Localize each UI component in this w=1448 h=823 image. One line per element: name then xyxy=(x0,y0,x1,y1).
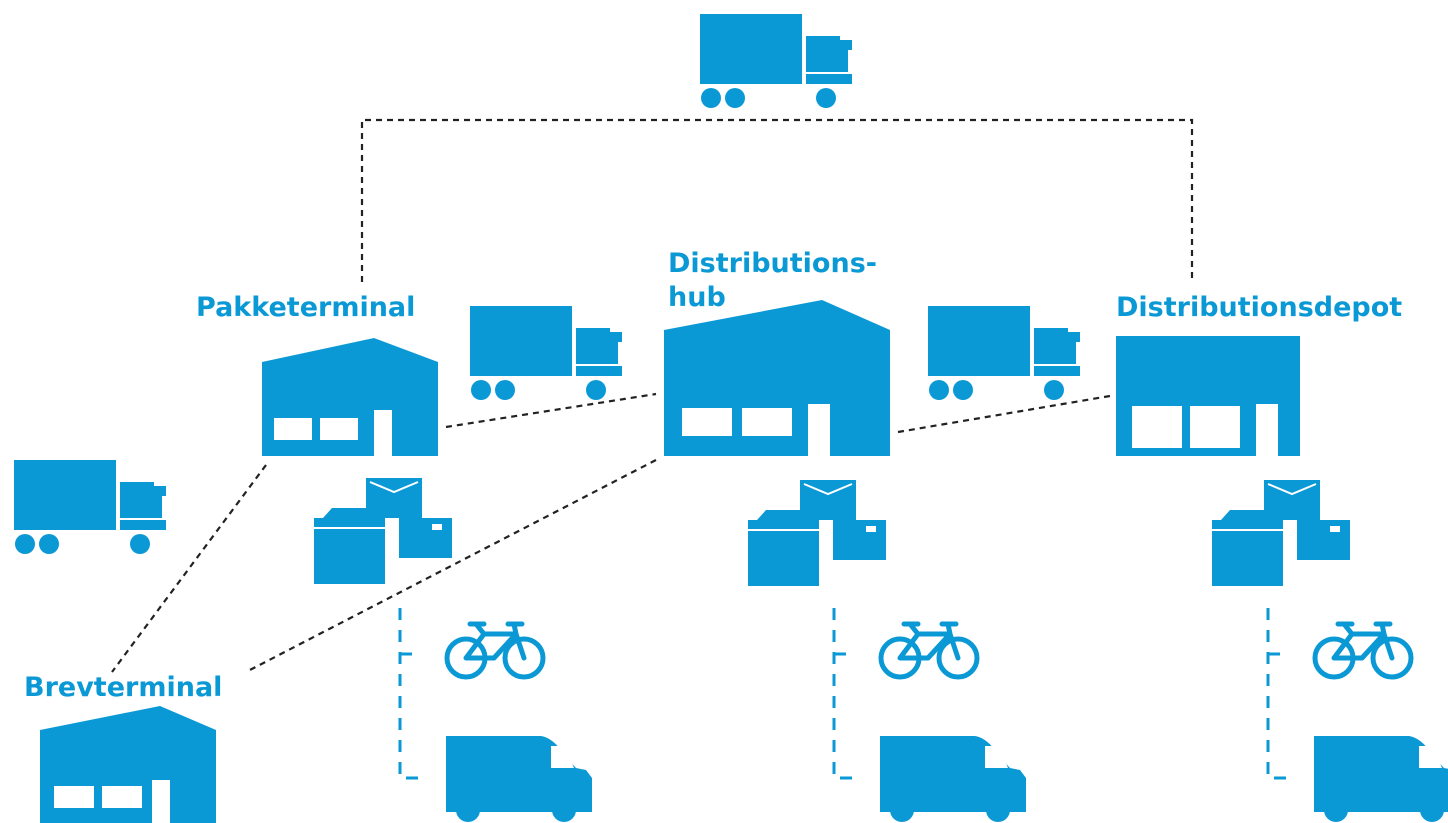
delivery-van-icon-2 xyxy=(880,736,1026,822)
delivery-branch-1 xyxy=(398,606,424,780)
delivery-van-icon-3 xyxy=(1314,736,1448,822)
warehouse-icon-brevterminal xyxy=(40,706,216,823)
label-distributionsdepot: Distributionsdepot xyxy=(1116,292,1403,323)
truck-icon-right xyxy=(928,306,1080,400)
bicycle-icon-1 xyxy=(447,624,543,677)
label-brevterminal: Brevterminal xyxy=(24,672,223,703)
parcels-icon-1 xyxy=(313,477,453,585)
truck-icon-left xyxy=(470,306,622,400)
delivery-branch-2 xyxy=(832,606,858,780)
label-distributionshub-line2: hub xyxy=(668,282,726,313)
label-pakketerminal: Pakketerminal xyxy=(196,292,416,323)
label-distributionshub-line1: Distributions- xyxy=(668,248,877,279)
truck-icon-top xyxy=(700,14,852,108)
warehouse-icon-pakketerminal xyxy=(262,338,438,456)
connector-lines xyxy=(111,118,1194,673)
bicycle-icon-3 xyxy=(1315,624,1411,677)
parcels-icon-2 xyxy=(747,479,887,587)
delivery-branch-3 xyxy=(1266,606,1292,780)
delivery-van-icon-1 xyxy=(446,736,592,822)
truck-icon-far-left xyxy=(14,460,166,554)
parcels-icon-3 xyxy=(1211,479,1351,587)
warehouse-icon-distributionsdepot xyxy=(1116,336,1300,456)
bicycle-icon-2 xyxy=(881,624,977,677)
warehouse-icon-distributionshub xyxy=(664,300,890,456)
